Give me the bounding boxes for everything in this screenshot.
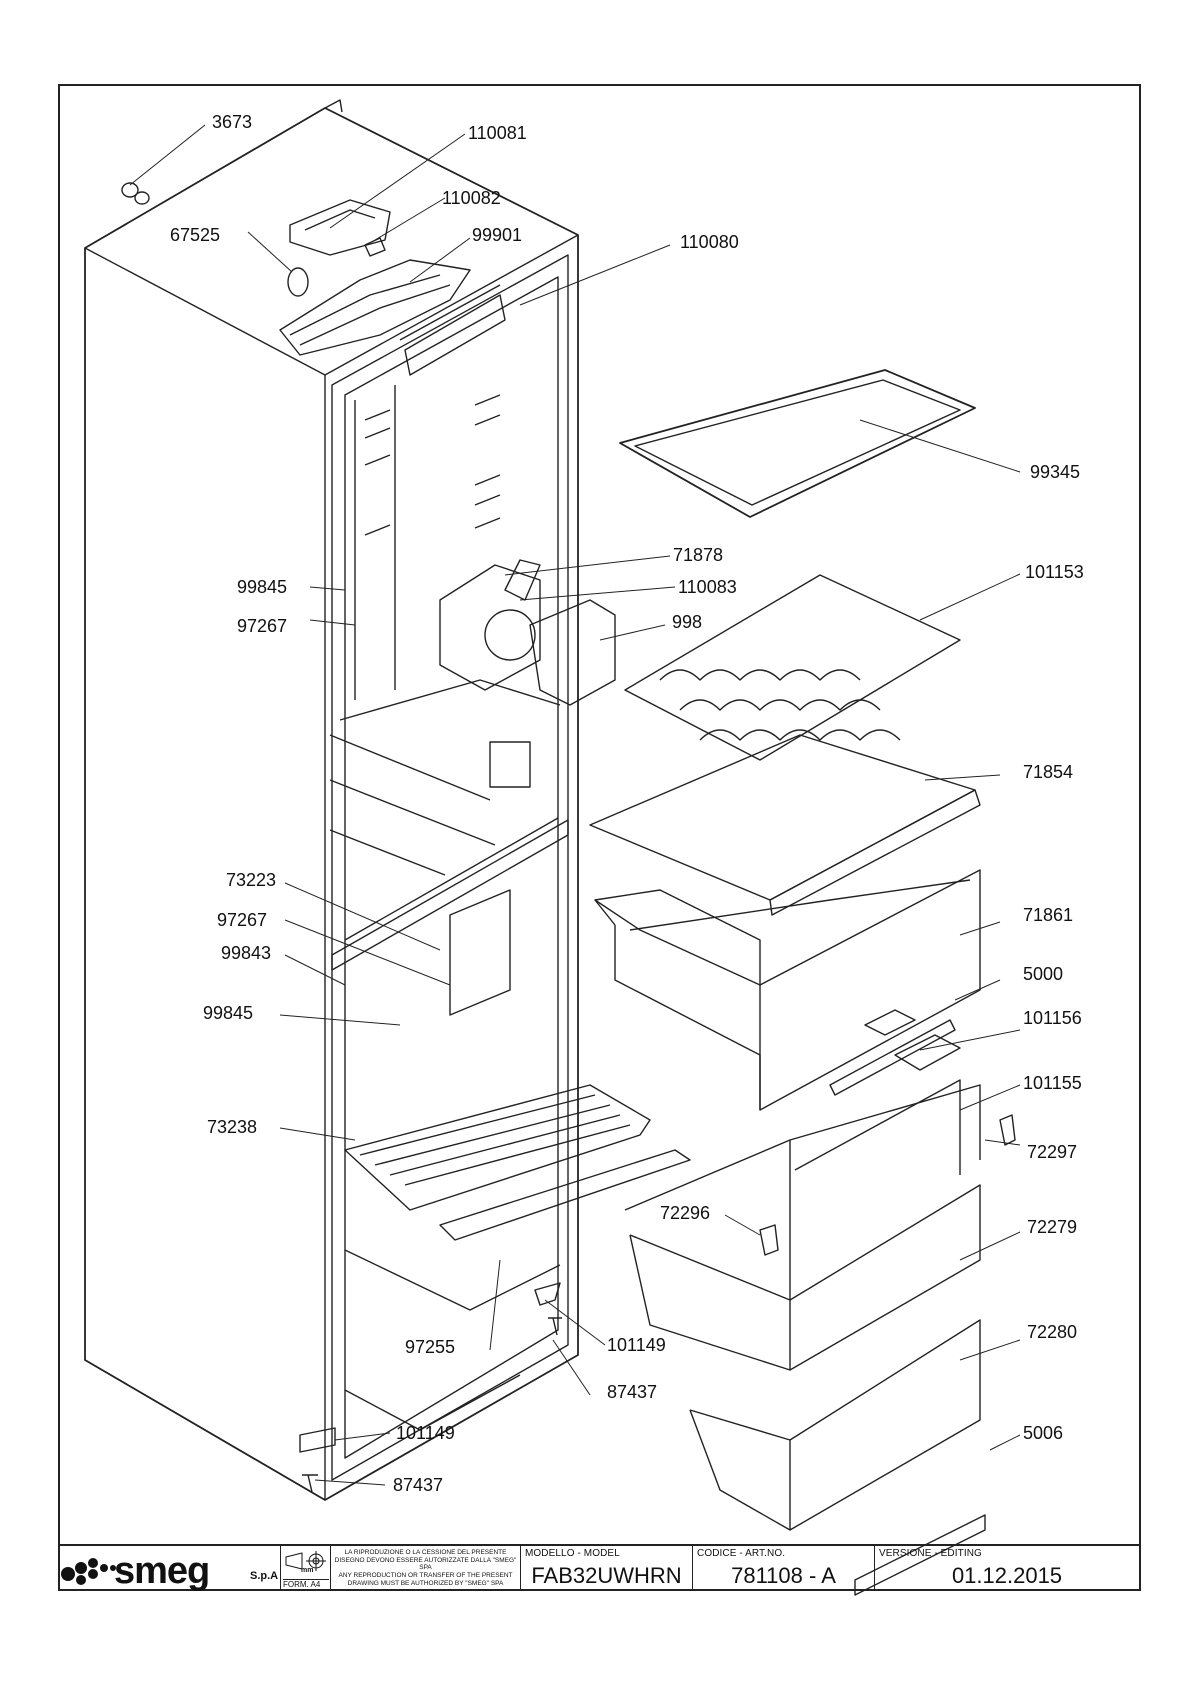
callout-87437-left: 87437 — [393, 1475, 444, 1495]
notice-english: ANY REPRODUCTION OR TRANSFER OF THE PRES… — [338, 1572, 513, 1587]
fan-light-housing — [439, 559, 616, 706]
code-cell: CODICE - ART.NO. 781108 - A — [692, 1546, 874, 1591]
code-value: 781108 - A — [731, 1563, 836, 1588]
callout-71854: 71854 — [1023, 762, 1074, 782]
callout-110083: 110083 — [678, 577, 737, 597]
model-value: FAB32UWHRN — [531, 1563, 682, 1588]
callout-73223: 73223 — [226, 870, 277, 890]
drawing-frame — [58, 84, 1141, 1591]
callout-101149-left: 101149 — [396, 1423, 455, 1443]
callout-5006: 5006 — [1023, 1423, 1064, 1443]
notice-cell: LA RIPRODUZIONE O LA CESSIONE DEL PRESEN… — [330, 1546, 520, 1591]
projection-cell: mm FORM. A4 — [280, 1546, 330, 1591]
callout-72296: 72296 — [660, 1203, 711, 1223]
callout-72279: 72279 — [1027, 1217, 1078, 1237]
top-control-parts — [121, 182, 506, 376]
bottle-rack — [624, 574, 961, 761]
freezer-shelf — [344, 1084, 691, 1241]
callout-99843: 99843 — [221, 943, 272, 963]
callout-97267-lower: 97267 — [217, 910, 268, 930]
callout-71878: 71878 — [673, 545, 724, 565]
small-parts — [299, 1114, 1016, 1596]
form-label: FORM. A4 — [283, 1579, 329, 1589]
callout-71861: 71861 — [1023, 905, 1074, 925]
brand-logo: smeg S.p.A — [58, 1546, 280, 1592]
callout-97267-upper: 97267 — [237, 616, 288, 636]
callout-101149-right: 101149 — [607, 1335, 666, 1355]
callout-87437-right: 87437 — [607, 1382, 658, 1402]
callout-110081: 110081 — [468, 123, 527, 143]
callout-72280: 72280 — [1027, 1322, 1078, 1342]
callout-72297: 72297 — [1027, 1142, 1078, 1162]
callout-101155: 101155 — [1023, 1073, 1082, 1093]
crisper-drawer — [594, 869, 981, 1111]
callout-110082: 110082 — [442, 188, 501, 208]
callout-67525: 67525 — [170, 225, 221, 245]
code-label: CODICE - ART.NO. — [697, 1548, 786, 1559]
unit-label: mm — [301, 1567, 314, 1574]
callout-101153: 101153 — [1025, 562, 1084, 582]
callout-73238: 73238 — [207, 1117, 258, 1137]
version-cell: VERSIONE - EDITING 01.12.2015 — [874, 1546, 1139, 1591]
callout-3673: 3673 — [212, 112, 253, 132]
leader-lines — [129, 124, 1021, 1486]
version-value: 01.12.2015 — [951, 1563, 1063, 1588]
brand-dots-icon — [61, 1558, 116, 1585]
callout-99901: 99901 — [472, 225, 523, 245]
callout-97255: 97255 — [405, 1337, 456, 1357]
brand-suffix: S.p.A — [250, 1570, 279, 1582]
callout-5000: 5000 — [1023, 964, 1064, 984]
glass-shelf — [619, 369, 976, 518]
callout-101156: 101156 — [1023, 1008, 1082, 1028]
callout-99345: 99345 — [1030, 462, 1081, 482]
callout-99845-upper: 99845 — [237, 577, 288, 597]
version-label: VERSIONE - EDITING — [879, 1548, 982, 1559]
model-label: MODELLO - MODEL — [525, 1548, 620, 1559]
title-block: smeg S.p.A mm FORM. A4 LA RIPRODUZIONE O… — [58, 1544, 1141, 1592]
brand-name: smeg — [114, 1550, 210, 1592]
cabinet-body — [84, 99, 579, 1501]
freezer-drawers — [624, 1079, 981, 1531]
projection-symbol-icon — [285, 1551, 326, 1571]
model-cell: MODELLO - MODEL FAB32UWHRN — [520, 1546, 692, 1591]
callout-998: 998 — [672, 612, 703, 632]
crisper-cover — [589, 734, 981, 916]
filters — [829, 1009, 961, 1096]
callout-99845-lower: 99845 — [203, 1003, 254, 1023]
callout-110080: 110080 — [680, 232, 739, 252]
notice-italian: LA RIPRODUZIONE O LA CESSIONE DEL PRESEN… — [334, 1549, 517, 1571]
